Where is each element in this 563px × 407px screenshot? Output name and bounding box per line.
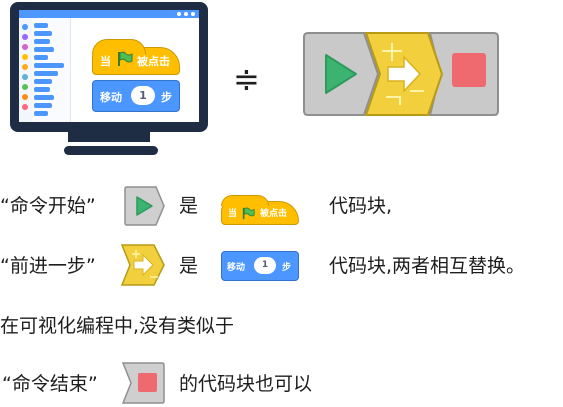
stop-tile-small: [122, 362, 165, 404]
move-value-oval-small: 1: [254, 257, 276, 274]
monitor-base: [64, 146, 158, 155]
hat-clicked-label: 被点击: [137, 55, 170, 68]
play-icon: [136, 196, 153, 216]
hat-when-label: 当: [100, 55, 111, 68]
editor-titlebar: [19, 10, 199, 18]
when-flag-clicked-block-small: 当 被点击: [221, 195, 299, 225]
move-steps-block: 移动 1 步: [92, 80, 180, 112]
category-palette: [19, 18, 33, 122]
stop-tile: [428, 32, 499, 116]
tile-sequence: [303, 32, 499, 116]
start-tile-small: [124, 186, 165, 226]
equivalence-symbol: ≑: [233, 60, 260, 98]
hat-clicked-label-small: 被点击: [260, 209, 288, 219]
move-label-small: 移动: [227, 263, 246, 273]
hat-when-label-small: 当: [228, 209, 238, 219]
row1-suffix: 代码块,: [329, 195, 393, 217]
stop-square-icon: [138, 373, 157, 392]
move-steps-block-small: 移动 1 步: [221, 251, 299, 281]
row2-quote: “前进一步”: [0, 255, 96, 277]
play-icon: [325, 54, 357, 94]
row4-quote: “命令结束”: [2, 373, 98, 395]
move-unit-label: 步: [161, 91, 172, 104]
row1-quote: “命令开始”: [0, 195, 96, 217]
row1-is: 是: [179, 195, 199, 217]
green-flag-icon: [117, 51, 133, 71]
row4-suffix: 的代码块也可以: [179, 373, 313, 395]
row2-suffix: 代码块,两者相互替换。: [329, 255, 526, 277]
stop-square-icon: [452, 53, 486, 87]
arrow-right-icon: [387, 55, 422, 93]
move-value-oval: 1: [131, 86, 155, 105]
step-tile-small: [120, 244, 165, 286]
row2-is: 是: [179, 255, 199, 277]
arrow-right-icon: [133, 253, 154, 277]
block-list: [32, 18, 71, 122]
when-flag-clicked-block: 当 被点击: [92, 39, 180, 75]
step-tile: [364, 32, 444, 116]
move-unit-label-small: 步: [282, 263, 292, 273]
monitor-stand: [68, 132, 150, 142]
move-label: 移动: [100, 91, 122, 104]
green-flag-icon: [242, 205, 255, 224]
row3-text: 在可视化编程中,没有类似于: [0, 315, 235, 337]
start-tile: [303, 32, 380, 116]
